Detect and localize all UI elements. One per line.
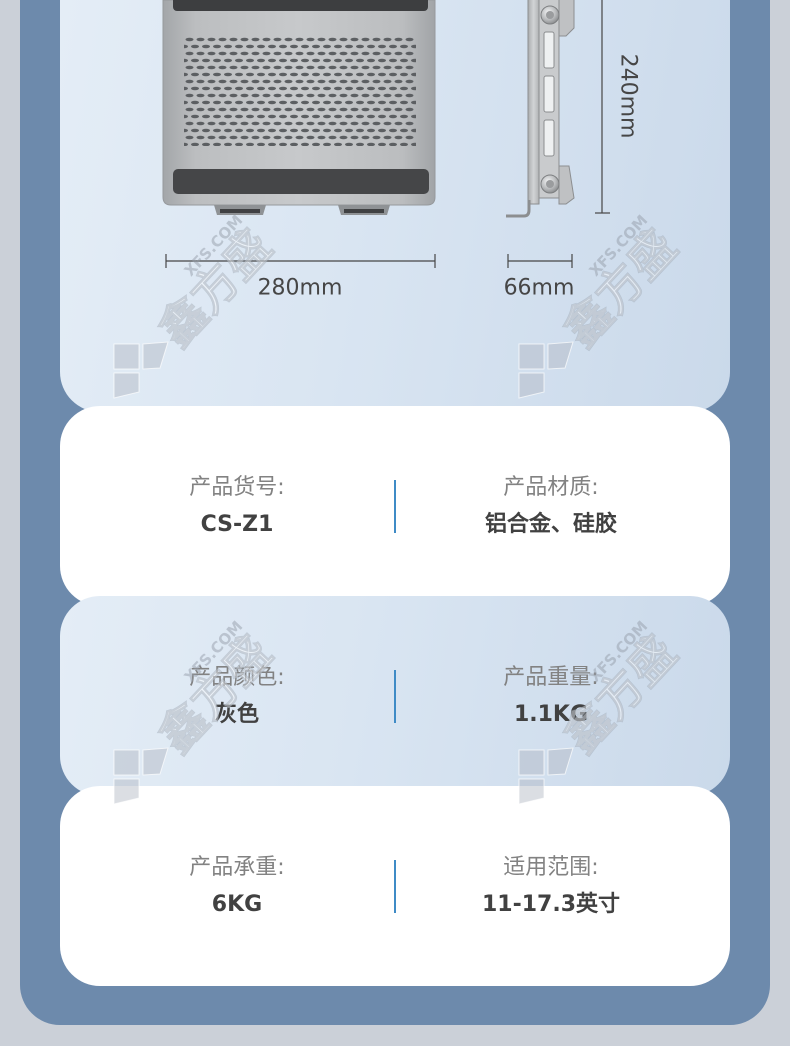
bracket-screw-bottom-center — [546, 180, 554, 188]
spec-label: 产品重量: — [503, 665, 599, 690]
spec-label: 产品材质: — [503, 475, 599, 500]
spec-item-compatible-range: 适用范围: 11-17.3英寸 — [401, 786, 701, 986]
width-dimension-label: 280mm — [258, 276, 343, 301]
stand-foot-left-pad — [220, 209, 260, 213]
height-dimension-label: 240mm — [616, 54, 641, 139]
stand-foot-right-pad — [344, 209, 384, 213]
product-dimension-diagram: 280mm 66mm 240mm — [162, 0, 641, 301]
spec-value: CS-Z1 — [200, 512, 274, 537]
bracket-hinge-bottom — [558, 165, 575, 205]
spec-divider — [394, 860, 396, 913]
spec-label: 产品承重: — [189, 855, 285, 880]
spec-divider — [394, 670, 396, 723]
bracket-slot — [543, 75, 555, 113]
top-silicone-strip — [173, 0, 428, 11]
ventilation-holes — [184, 36, 416, 146]
spec-item-material: 产品材质: 铝合金、硅胶 — [401, 406, 701, 606]
spec-item-load-capacity: 产品承重: 6KG — [87, 786, 387, 986]
bracket-hinge-top — [558, 0, 575, 37]
bottom-silicone-strip — [173, 169, 429, 194]
depth-dimension-label: 66mm — [504, 276, 575, 301]
width-dimension: 280mm — [165, 254, 436, 301]
spec-label: 适用范围: — [503, 855, 599, 880]
depth-dimension: 66mm — [504, 254, 575, 301]
spec-item-color: 产品颜色: 灰色 — [87, 596, 387, 796]
front-view-laptop-stand — [162, 0, 436, 215]
spec-label: 产品货号: — [189, 475, 285, 500]
bracket-base — [506, 200, 531, 218]
spec-value: 1.1KG — [513, 702, 589, 727]
spec-value: 6KG — [211, 892, 263, 917]
spec-item-product-code: 产品货号: CS-Z1 — [87, 406, 387, 606]
bracket-support-bar — [527, 0, 540, 205]
bracket-screw-top-center — [546, 11, 554, 19]
side-view-bracket — [506, 0, 575, 218]
height-dimension: 240mm — [595, 0, 641, 214]
spec-value: 11-17.3英寸 — [481, 892, 621, 917]
spec-row-1: 产品货号: CS-Z1 产品材质: 铝合金、硅胶 — [60, 406, 730, 606]
bracket-slot — [543, 119, 555, 157]
spec-item-weight: 产品重量: 1.1KG — [401, 596, 701, 796]
spec-value: 铝合金、硅胶 — [484, 512, 617, 537]
spec-label: 产品颜色: — [189, 665, 285, 690]
spec-row-2: 产品颜色: 灰色 产品重量: 1.1KG — [60, 596, 730, 796]
spec-divider — [394, 480, 396, 533]
spec-value: 灰色 — [214, 702, 259, 727]
spec-row-3: 产品承重: 6KG 适用范围: 11-17.3英寸 — [60, 786, 730, 986]
bracket-slot — [543, 31, 555, 69]
